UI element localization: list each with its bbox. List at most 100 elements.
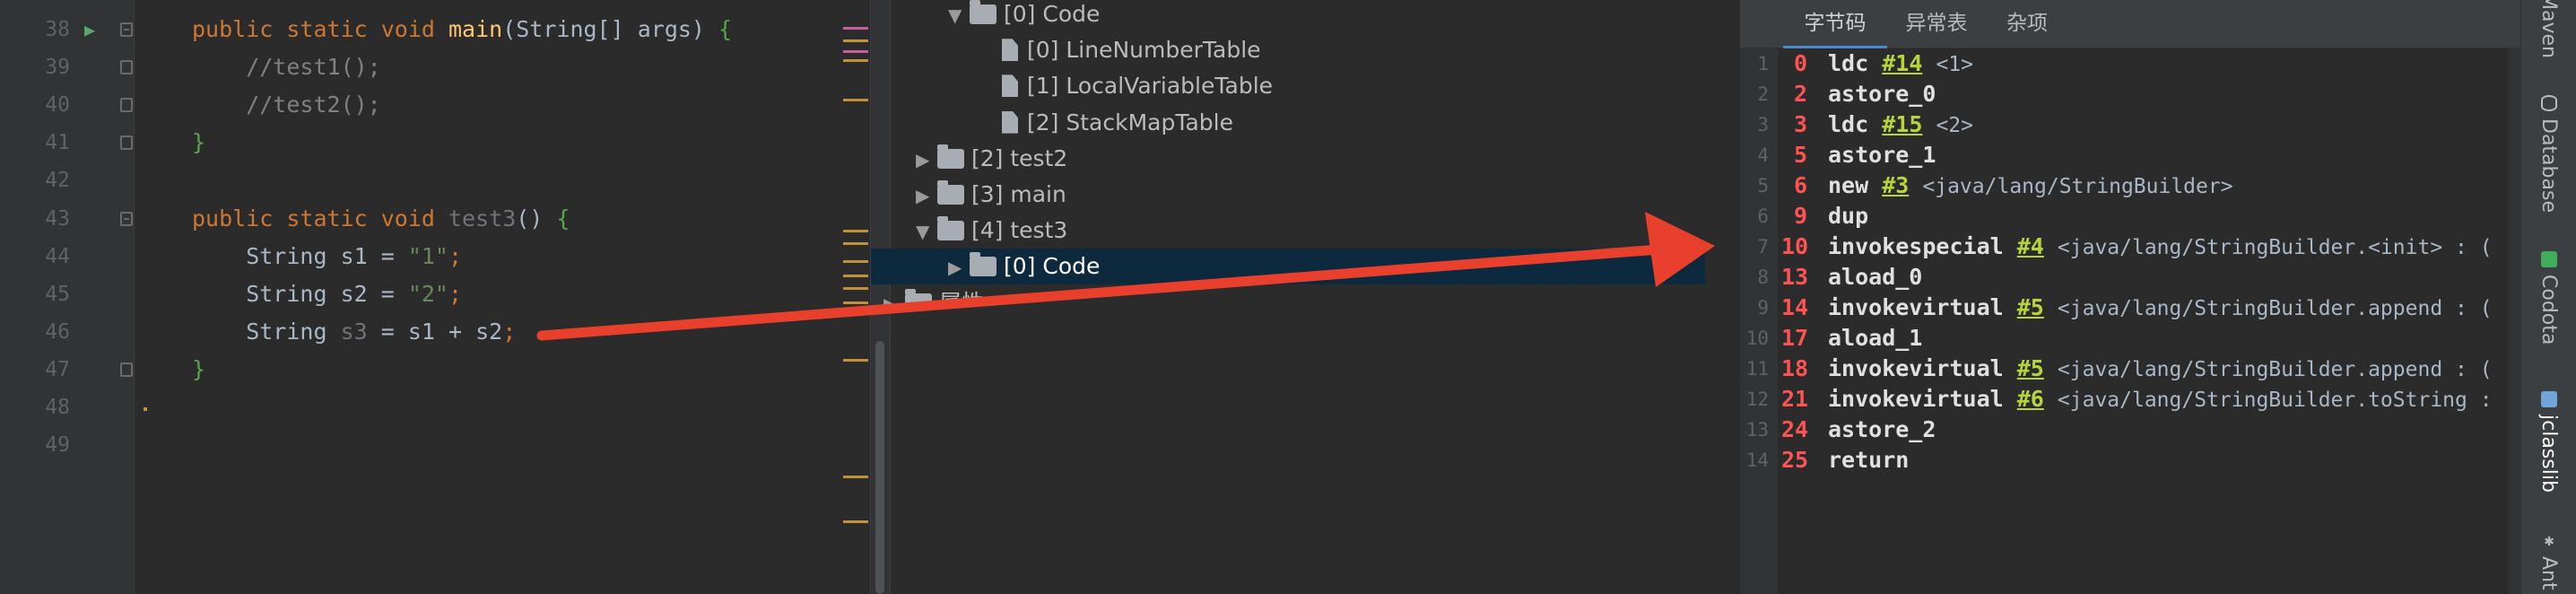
tool-button-jclasslib[interactable]: jclasslib	[2537, 415, 2560, 493]
constant-comment: <1>	[1936, 53, 1973, 76]
tree-node[interactable]: ▼[0] Code	[948, 0, 1100, 32]
tree-node-label: [2] test2	[971, 144, 1068, 171]
code-token: test3	[448, 205, 517, 231]
stripe-mark[interactable]	[843, 359, 868, 362]
tree-node[interactable]: ▼ [4] test3	[916, 213, 1067, 249]
class-structure-tree[interactable]: ▼[0] Code[0] LineNumberTable[1] LocalVar…	[870, 0, 1740, 594]
bytecode-line-number: 6	[1757, 205, 1769, 227]
constant-comment: <java/lang/StringBuilder.append : (	[2057, 358, 2493, 381]
line-number: 43	[45, 206, 70, 231]
file-icon	[1002, 39, 1018, 62]
bytecode-instruction: aload_1	[1828, 323, 1922, 354]
fold-marker-icon[interactable]	[120, 211, 133, 226]
bytecode-instruction: ldc #14 <1>	[1828, 48, 1973, 79]
code-token: String	[192, 318, 341, 345]
bytecode-offset: 0	[1794, 50, 1808, 76]
tree-node-label: [3] main	[971, 181, 1066, 207]
constant-pool-link[interactable]: #3	[1882, 172, 1910, 198]
fold-marker-icon[interactable]	[120, 60, 133, 75]
stripe-mark[interactable]	[843, 301, 868, 304]
constant-pool-link[interactable]: #4	[2016, 233, 2044, 259]
bytecode-offset: 17	[1781, 325, 1809, 351]
code-line[interactable]: String s1 = "1";	[192, 238, 462, 275]
opcode: new	[1828, 172, 1869, 198]
constant-pool-link[interactable]: #5	[2016, 294, 2044, 320]
tree-node[interactable]: ▶属性	[883, 285, 984, 305]
expand-down-icon[interactable]: ▼	[916, 221, 930, 243]
tree-node[interactable]: [1] LocalVariableTable	[980, 68, 1273, 104]
opcode: ldc	[1828, 111, 1869, 137]
code-line[interactable]: }	[192, 124, 205, 162]
opcode: invokespecial	[1828, 233, 2004, 259]
stripe-mark[interactable]	[843, 476, 868, 478]
code-token: (String[] args)	[502, 16, 719, 42]
bytecode-instruction: ldc #15 <2>	[1828, 109, 1973, 140]
stripe-mark[interactable]	[843, 230, 868, 232]
code-token: String s2 =	[192, 280, 408, 307]
fold-marker-icon[interactable]	[120, 362, 133, 377]
opcode: return	[1828, 447, 1910, 473]
run-triangle-icon[interactable]: ▶	[84, 19, 96, 40]
stripe-mark[interactable]	[843, 260, 868, 263]
code-line[interactable]: public static void main(String[] args) {	[192, 11, 732, 48]
expand-right-icon[interactable]: ▶	[948, 257, 962, 279]
code-line[interactable]: //test1();	[192, 48, 381, 86]
tree-node[interactable]: [0] LineNumberTable	[980, 32, 1261, 68]
editor-error-stripe[interactable]	[843, 0, 870, 594]
code-line[interactable]: //test2();	[192, 86, 381, 124]
code-line[interactable]: public static void test3() {	[192, 200, 570, 238]
tool-button-database[interactable]: Database	[2537, 118, 2560, 213]
line-number: 39	[45, 56, 70, 80]
bytecode-scrollbar[interactable]	[2508, 48, 2520, 594]
expand-right-icon[interactable]: ▶	[916, 185, 930, 206]
tree-node[interactable]: [2] StackMapTable	[980, 105, 1233, 141]
code-line[interactable]: String s2 = "2";	[192, 275, 462, 313]
tool-button-maven[interactable]: Maven	[2537, 0, 2560, 58]
tree-scrollbar-thumb[interactable]	[875, 341, 884, 594]
bytecode-line-number: 14	[1745, 450, 1769, 471]
constant-pool-link[interactable]: #14	[1882, 50, 1923, 76]
stripe-mark[interactable]	[843, 59, 868, 62]
expand-right-icon[interactable]: ▶	[916, 148, 930, 170]
bytecode-line-number: 10	[1745, 328, 1769, 349]
code-token: //test1();	[192, 54, 381, 81]
tab-misc[interactable]: 杂项	[2006, 12, 2048, 35]
bytecode-offset: 2	[1794, 81, 1808, 107]
stripe-mark[interactable]	[843, 242, 868, 245]
code-token: public static void	[192, 16, 448, 42]
tree-node[interactable]: ▶[0] Code	[871, 249, 1705, 285]
stripe-mark[interactable]	[843, 275, 868, 277]
stripe-mark[interactable]	[843, 99, 868, 101]
folder-icon	[905, 288, 932, 305]
opcode: astore_2	[1828, 416, 1936, 442]
bytecode-instruction: astore_2	[1828, 415, 1936, 445]
stripe-mark[interactable]	[843, 50, 868, 53]
database-icon	[2541, 95, 2557, 111]
code-line[interactable]: String s3 = s1 + s2;	[192, 313, 516, 351]
stripe-mark[interactable]	[843, 287, 868, 290]
stripe-mark[interactable]	[843, 520, 868, 523]
tree-node[interactable]: ▶ [2] test2	[916, 141, 1067, 177]
stripe-mark[interactable]	[843, 39, 868, 42]
expand-down-icon[interactable]: ▼	[948, 4, 962, 26]
tab-bytecode[interactable]: 字节码	[1783, 0, 1887, 48]
tab-exception-table[interactable]: 异常表	[1905, 12, 1968, 35]
code-line[interactable]: }	[192, 351, 205, 389]
constant-pool-link[interactable]: #5	[2016, 355, 2044, 381]
fold-marker-icon[interactable]	[120, 135, 133, 151]
tree-node[interactable]: ▶ [3] main	[916, 177, 1066, 213]
tool-button-codota[interactable]: Codota	[2537, 275, 2560, 345]
constant-pool-link[interactable]: #6	[2016, 386, 2044, 412]
fold-marker-icon[interactable]	[120, 98, 133, 113]
bytecode-line-number: 1	[1757, 53, 1769, 74]
opcode: invokevirtual	[1828, 294, 2004, 320]
stripe-mark[interactable]	[843, 27, 868, 30]
fold-marker-icon[interactable]	[120, 22, 133, 37]
constant-pool-link[interactable]: #15	[1882, 111, 1923, 137]
tree-node-label: [4] test3	[971, 217, 1068, 244]
tool-button-ant[interactable]: Ant	[2537, 556, 2560, 590]
file-icon	[1002, 110, 1018, 134]
